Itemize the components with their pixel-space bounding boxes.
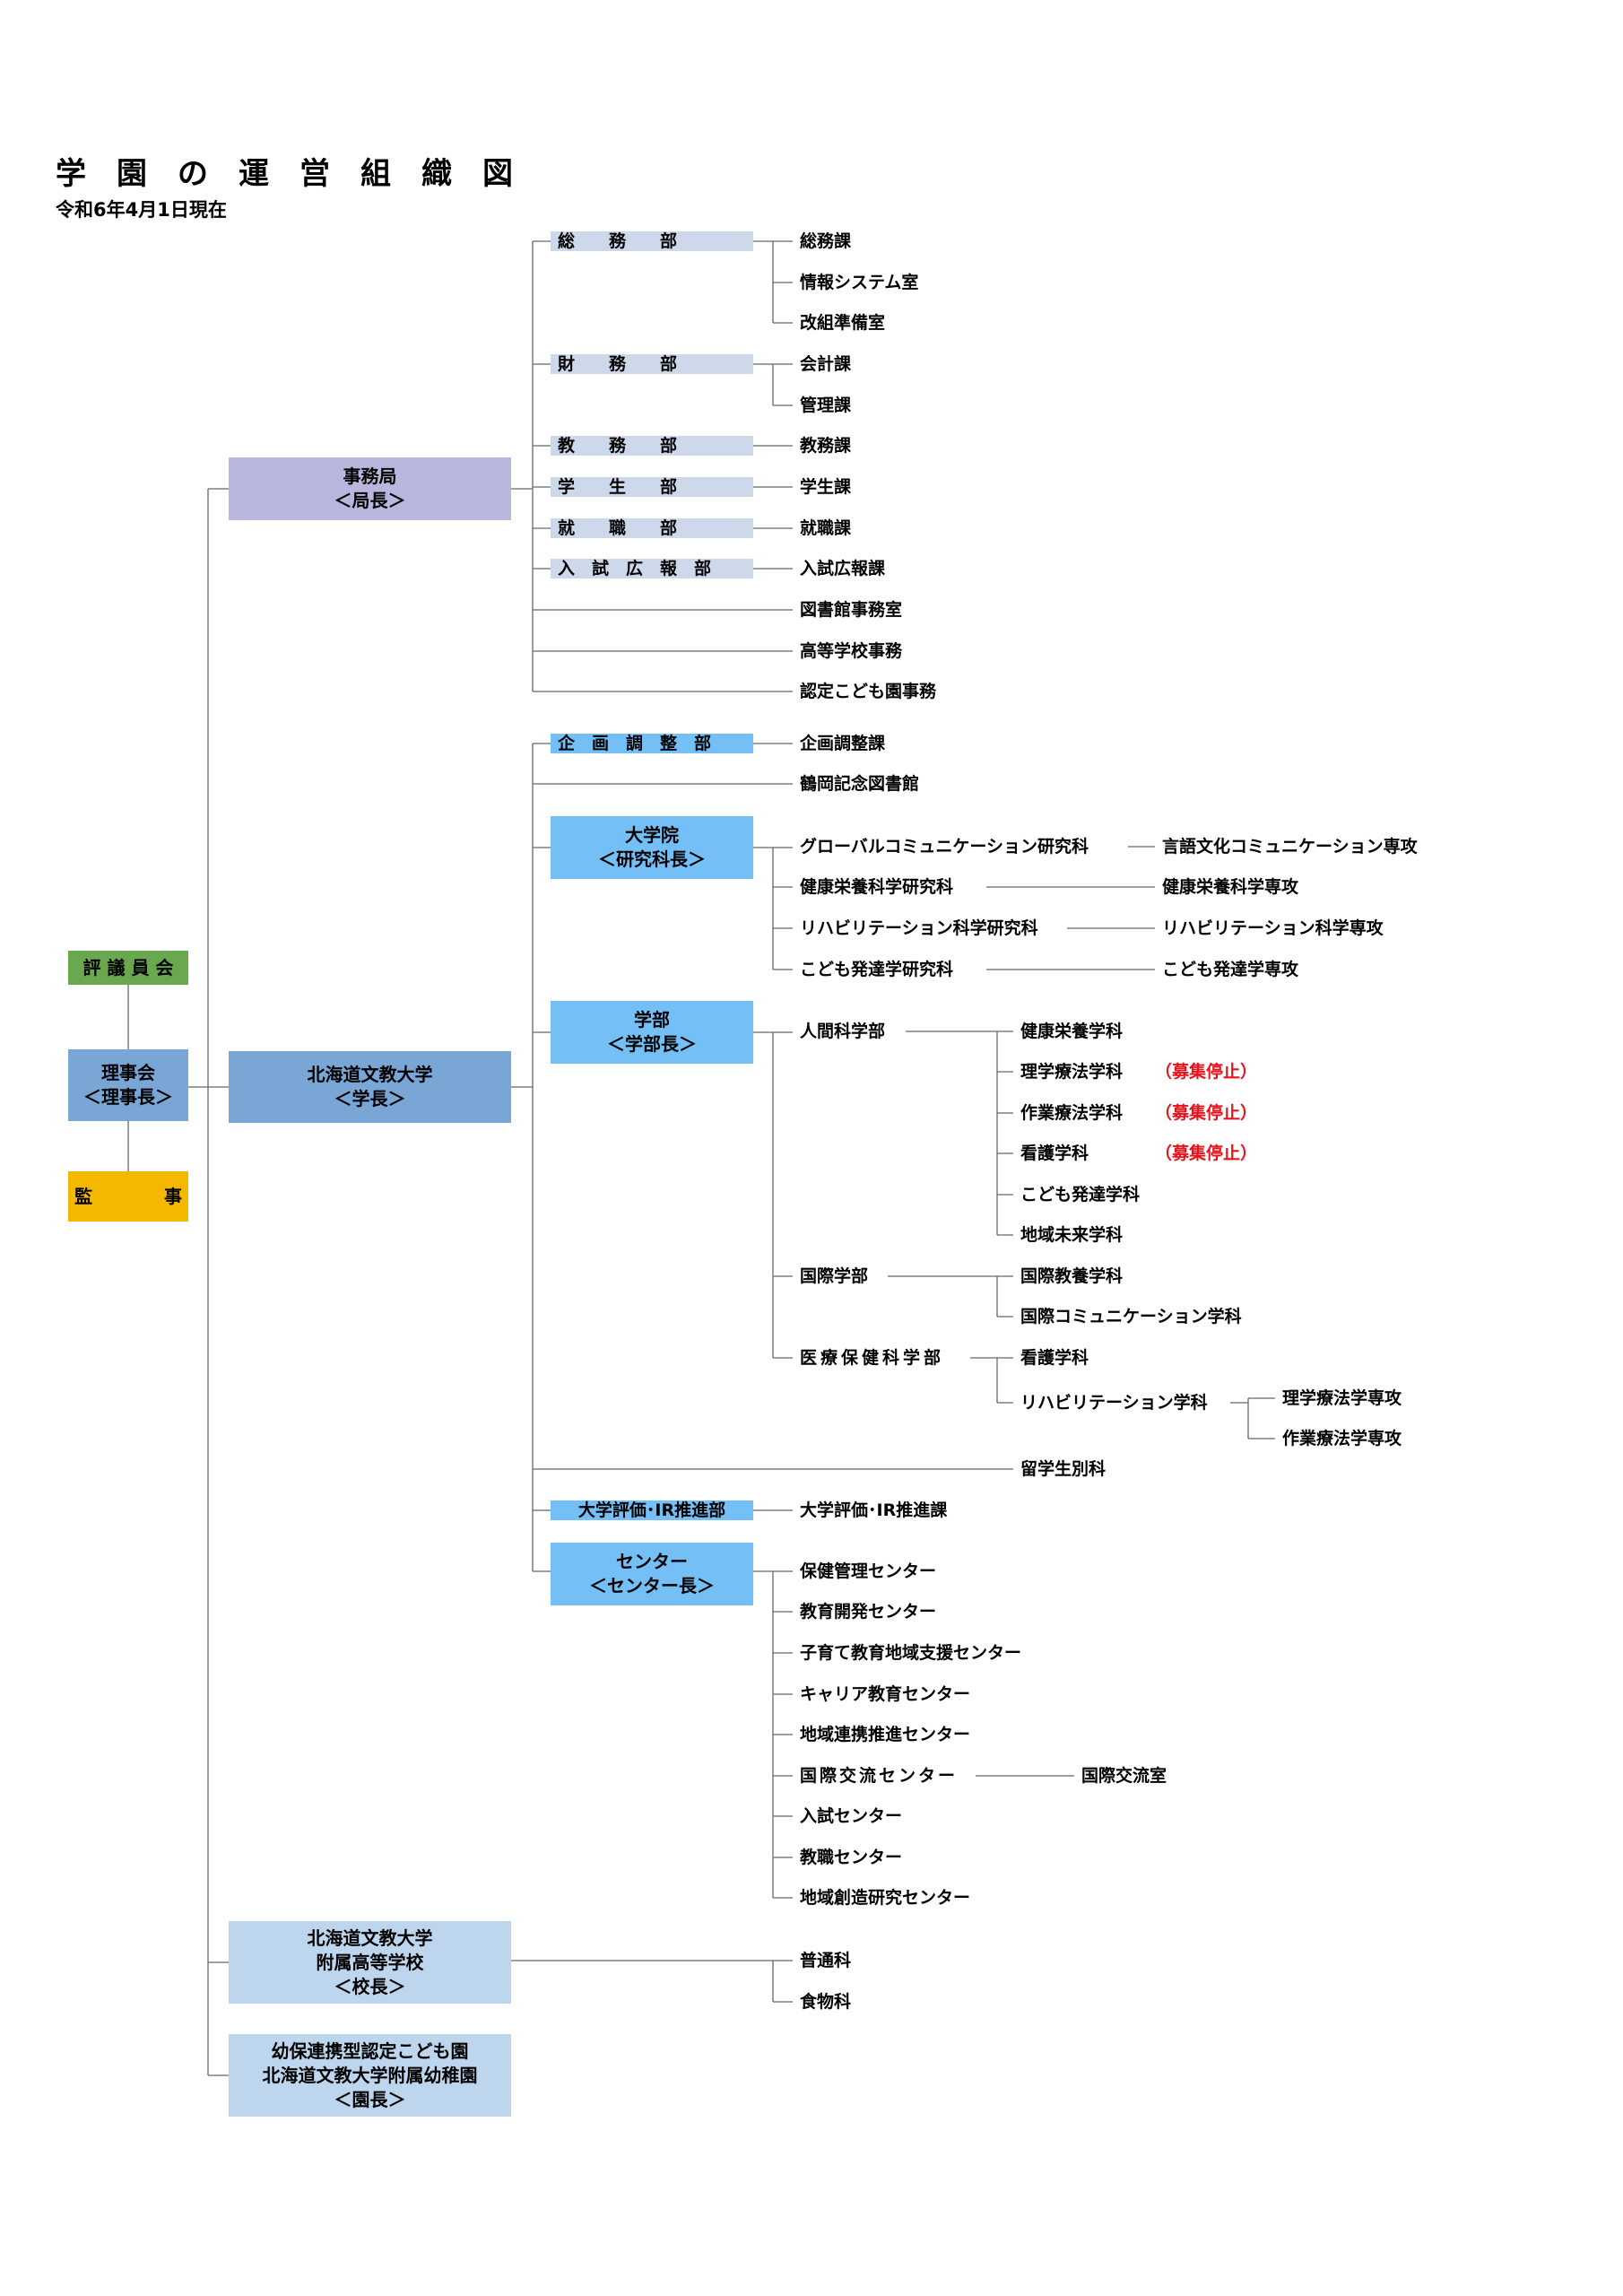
- board-head: ＜理事長＞: [83, 1086, 173, 1108]
- faculty-medical: 医療保健科学部: [800, 1348, 945, 1368]
- library-label: 鶴岡記念図書館: [800, 774, 920, 794]
- hs-course-2: 食物科: [800, 1992, 852, 2012]
- suspended-label-1: （募集停止）: [1155, 1062, 1258, 1082]
- kindergarten-name-2: 北海道文教大学附属幼稚園: [262, 2064, 478, 2086]
- faculty-head: ＜学部長＞: [607, 1033, 697, 1055]
- human-dept-4: 看護学科: [1020, 1144, 1089, 1163]
- center-box: センター ＜センター長＞: [551, 1543, 753, 1605]
- center-2: 教育開発センター: [800, 1602, 937, 1622]
- center-9: 地域創造研究センター: [800, 1888, 971, 1908]
- highschool-box: 北海道文教大学 附属高等学校 ＜校長＞: [229, 1921, 511, 2004]
- ryugaku-label: 留学生別科: [1020, 1459, 1107, 1479]
- grad-major-4: こども発達学専攻: [1162, 960, 1299, 979]
- intl-dept-2: 国際コミュニケーション学科: [1020, 1307, 1242, 1326]
- section-gakusei-ka: 学生課: [800, 477, 852, 497]
- suspended-label-3: （募集停止）: [1155, 1144, 1258, 1163]
- faculty-human: 人間科学部: [800, 1022, 886, 1041]
- rehab-major-1: 理学療法学専攻: [1282, 1388, 1402, 1408]
- dept-ir: 大学評価･IR推進部: [551, 1500, 753, 1520]
- center-6: 国際交流センター: [800, 1766, 959, 1786]
- highschool-head: ＜校長＞: [334, 1975, 406, 1997]
- rehab-major-2: 作業療法学専攻: [1282, 1429, 1402, 1448]
- grad-school-1: グローバルコミュニケーション研究科: [800, 837, 1089, 857]
- faculty-box: 学部 ＜学部長＞: [551, 1001, 753, 1064]
- dept-zaimu: 財 務 部: [551, 354, 753, 374]
- dept-nyushi: 入 試 広 報 部: [551, 559, 753, 578]
- university-head: ＜学長＞: [334, 1088, 406, 1109]
- hs-course-1: 普通科: [800, 1951, 852, 1970]
- grad-school-2: 健康栄養科学研究科: [800, 877, 954, 897]
- auditor-box: 監 事: [68, 1171, 188, 1222]
- section-kikaku-ka: 企画調整課: [800, 734, 886, 753]
- kokusai-room: 国際交流室: [1081, 1766, 1167, 1786]
- dept-gakusei: 学 生 部: [551, 477, 753, 497]
- dept-soumu: 総 務 部: [551, 231, 753, 251]
- center-5: 地域連携推進センター: [800, 1725, 971, 1744]
- human-dept-6: 地域未来学科: [1020, 1225, 1124, 1245]
- board-name: 理事会: [101, 1062, 155, 1083]
- highschool-name-1: 北海道文教大学: [307, 1926, 433, 1949]
- human-dept-3: 作業療法学科: [1020, 1103, 1124, 1123]
- graduate-name: 大学院: [625, 824, 679, 846]
- graduate-head: ＜研究科長＞: [598, 848, 706, 870]
- center-name: センター: [616, 1551, 688, 1572]
- center-4: キャリア教育センター: [800, 1684, 971, 1704]
- medical-dept-rehab: リハビリテーション学科: [1020, 1393, 1208, 1413]
- dept-shushoku: 就 職 部: [551, 518, 753, 538]
- university-name: 北海道文教大学: [307, 1064, 433, 1085]
- center-7: 入試センター: [800, 1806, 903, 1826]
- section-kodomoen-jimu: 認定こども園事務: [800, 682, 937, 701]
- faculty-intl: 国際学部: [800, 1266, 869, 1286]
- grad-major-3: リハビリテーション科学専攻: [1162, 918, 1384, 938]
- section-shushoku-ka: 就職課: [800, 518, 852, 538]
- auditor-label: 監 事: [74, 1185, 182, 1207]
- human-dept-5: こども発達学科: [1020, 1185, 1141, 1205]
- intl-dept-1: 国際教養学科: [1020, 1266, 1124, 1286]
- graduate-box: 大学院 ＜研究科長＞: [551, 816, 753, 879]
- office-box: 事務局 ＜局長＞: [229, 457, 511, 520]
- center-head: ＜センター長＞: [589, 1575, 715, 1596]
- center-1: 保健管理センター: [800, 1561, 937, 1581]
- university-box: 北海道文教大学 ＜学長＞: [229, 1051, 511, 1123]
- faculty-name: 学部: [634, 1009, 670, 1031]
- council-label: 評 議 員 会: [82, 956, 174, 978]
- center-3: 子育て教育地域支援センター: [800, 1643, 1022, 1663]
- council-box: 評 議 員 会: [68, 951, 188, 985]
- human-dept-2: 理学療法学科: [1020, 1062, 1124, 1082]
- grad-school-4: こども発達学研究科: [800, 960, 954, 979]
- office-name: 事務局: [343, 465, 397, 487]
- section-kanri: 管理課: [800, 396, 852, 415]
- page-title: 学 園 の 運 営 組 織 図: [56, 149, 513, 193]
- highschool-name-2: 附属高等学校: [316, 1951, 424, 1973]
- kindergarten-name-1: 幼保連携型認定こども園: [271, 2039, 469, 2062]
- section-kaikei: 会計課: [800, 354, 852, 374]
- title-char: 学 園 の 運 営 組 織 図: [56, 156, 513, 192]
- section-ir-ka: 大学評価･IR推進課: [800, 1500, 948, 1520]
- grad-major-2: 健康栄養科学専攻: [1162, 877, 1299, 897]
- kindergarten-head: ＜園長＞: [334, 2088, 406, 2110]
- center-8: 教職センター: [800, 1848, 903, 1867]
- board-box: 理事会 ＜理事長＞: [68, 1049, 188, 1121]
- as-of-date: 令和6年4月1日現在: [56, 199, 227, 221]
- section-soumu-ka: 総務課: [800, 231, 852, 251]
- section-kyomu-ka: 教務課: [800, 436, 852, 456]
- suspended-label-2: （募集停止）: [1155, 1103, 1258, 1123]
- dept-kikaku: 企 画 調 整 部: [551, 734, 753, 753]
- section-kaiso: 改組準備室: [800, 313, 886, 333]
- human-dept-1: 健康栄養学科: [1020, 1022, 1124, 1041]
- medical-dept-nursing: 看護学科: [1020, 1348, 1089, 1368]
- dept-kyomu: 教 務 部: [551, 436, 753, 456]
- grad-school-3: リハビリテーション科学研究科: [800, 918, 1038, 938]
- kindergarten-box: 幼保連携型認定こども園 北海道文教大学附属幼稚園 ＜園長＞: [229, 2034, 511, 2117]
- section-koko-jimu: 高等学校事務: [800, 641, 903, 661]
- section-toshokan-jimu: 図書館事務室: [800, 600, 903, 620]
- grad-major-1: 言語文化コミュニケーション専攻: [1162, 837, 1418, 857]
- office-head: ＜局長＞: [334, 490, 406, 511]
- section-nyushi-ka: 入試広報課: [800, 559, 886, 578]
- section-joho: 情報システム室: [800, 273, 919, 292]
